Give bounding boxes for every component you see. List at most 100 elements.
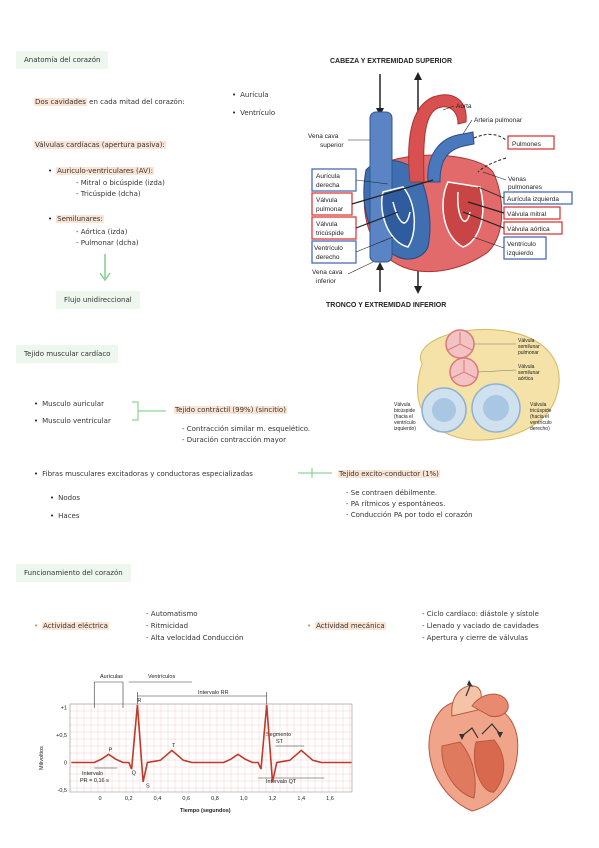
electric-label: Actividad eléctrica	[34, 621, 109, 631]
ecg-segmento-st-1: Segmento	[266, 732, 291, 738]
fibers-item: Fibras musculares excitadoras y conducto…	[34, 469, 253, 479]
label-right-atrium-2: derecha	[316, 182, 340, 189]
semi-item-pulmonary: - Pulmonar (dcha)	[76, 239, 139, 247]
label-right-ventricle-2: derecho	[316, 254, 340, 261]
ecg-xlabel: Tiempo (segundos)	[180, 808, 231, 814]
label-sup-vena-cava-2: superior	[320, 142, 344, 149]
label-pulmonary-artery: Arteria pulmonar	[474, 117, 523, 124]
ecg-auriculas: Aurículas	[100, 674, 123, 680]
ecg-grid	[69, 703, 353, 793]
valve-semi-aortica-1: Válvula	[518, 364, 535, 370]
label-tricuspid-valve-2: tricúspide	[316, 230, 344, 237]
contractile-title: Tejido contráctil (99%) (sincitio)	[174, 405, 287, 415]
ecg-x-tick: 1,6	[326, 796, 334, 802]
flow-arrow	[99, 254, 111, 282]
label-pulmonary-veins-2: pulmonares	[508, 184, 543, 191]
label-left-ventricle-2: izquierdo	[507, 250, 534, 257]
ecg-y-tick: +0,5	[56, 733, 67, 739]
label-lungs: Pulmones	[512, 141, 542, 148]
label-pulmonary-veins-1: Venas	[508, 176, 527, 183]
ecg-trace	[71, 704, 352, 782]
label-inf-vena-cava-2: inferior	[316, 278, 337, 285]
cavities-highlight: Dos cavidades	[34, 98, 87, 106]
ecg-ylabel: Milivoltios	[39, 746, 45, 770]
av-label: Auriculo-ventriculares (AV):	[48, 166, 154, 176]
mech-item-2: - Llenado y vaciado de cavidades	[422, 622, 539, 630]
flow-label: Flujo unidireccional	[56, 291, 140, 309]
valve-bicuspide-4: ventrículo	[394, 420, 416, 426]
fibers-sub-bundles: Haces	[50, 511, 79, 521]
contractile-item-2: - Duración contracción mayor	[182, 436, 286, 444]
av-label-text: Auriculo-ventriculares (AV):	[56, 167, 154, 175]
label-top: CABEZA Y EXTREMIDAD SUPERIOR	[330, 58, 452, 65]
label-bottom: TRONCO Y EXTREMIDAD INFERIOR	[326, 302, 446, 309]
valve-tricuspide-3: (hacia el	[530, 414, 549, 420]
ecg-wave-p: P	[109, 748, 113, 754]
valve-diagram: Válvula semilunar pulmonar Válvula semil…	[394, 328, 560, 441]
heart-circulation-diagram: CABEZA Y EXTREMIDAD SUPERIOR TRONCO Y EX…	[308, 58, 573, 309]
label-right-atrium-1: Aurícula	[316, 173, 340, 180]
label-tricuspid-valve-1: Válvula	[316, 221, 338, 228]
av-item-tricuspid: - Tricúspide (dcha)	[76, 190, 141, 198]
electric-item-3: - Alta velocidad Conducción	[146, 634, 244, 642]
ecg-intervalo-pr-1: Intervalo	[82, 771, 103, 777]
electric-label-text: Actividad eléctrica	[42, 622, 109, 630]
ecg-wave-s: S	[146, 783, 150, 789]
semi-item-aortic: - Aórtica (izda)	[76, 228, 128, 236]
mech-item-1: - Ciclo cardíaco: diástole y sístole	[422, 610, 539, 618]
conductor-title-text: Tejido excito-conductor (1%)	[338, 470, 440, 478]
ecg-x-tick: 1,4	[297, 796, 305, 802]
muscle-atrial: Musculo auricular	[34, 399, 104, 409]
semi-label: Semilunares:	[48, 214, 104, 224]
conductor-item-1: - Se contraen débilmente.	[346, 489, 438, 497]
ecg-x-tick: 1,0	[240, 796, 248, 802]
heart-mechanics-illustration	[428, 680, 519, 812]
label-inf-vena-cava-1: Vena cava	[312, 269, 343, 276]
fibers-sub-nodes: Nodos	[50, 493, 80, 503]
ecg-chart: Aurículas Ventrículos Intervalo RR Segme…	[39, 674, 353, 814]
valve-bicuspide-3: (hacia el	[394, 414, 413, 420]
valves-title: Válvulas cardíacas (apertura pasiva):	[34, 140, 166, 150]
semi-label-text: Semilunares:	[56, 215, 104, 223]
valve-bicuspide-2: bicúspide	[394, 408, 415, 414]
av-item-mitral: - Mitral o bicúspide (izda)	[76, 179, 165, 187]
valve-tricuspide-1: Válvula	[530, 402, 547, 408]
muscle-ventricular: Musculo ventricular	[34, 416, 111, 426]
cavities-suffix: en cada mitad del corazón:	[86, 98, 185, 106]
valve-semi-pulmonar-3: pulmonar	[518, 350, 539, 356]
mech-label: Actividad mecánica	[307, 621, 386, 631]
valve-semi-aortica-3: aórtica	[518, 376, 533, 382]
valve-tricuspide-5: derecho)	[530, 426, 550, 432]
ecg-x-tick: 1,2	[269, 796, 277, 802]
ecg-x-tick: 0,6	[182, 796, 190, 802]
valve-bicuspide-1: Válvula	[394, 402, 411, 408]
ecg-wave-q: Q	[132, 771, 137, 777]
ecg-y-tick: 0	[64, 761, 67, 767]
mech-label-text: Actividad mecánica	[315, 622, 386, 630]
contractile-item-1: - Contracción similar m. esquelético.	[182, 425, 311, 433]
ecg-y-tick: -0,5	[58, 788, 67, 794]
valve-semi-pulmonar-2: semilunar	[518, 344, 540, 350]
cavities-line: Dos cavidades en cada mitad del corazón:	[34, 97, 185, 107]
ecg-x-tick: 0	[98, 796, 101, 802]
ecg-ventriculos: Ventrículos	[148, 674, 175, 680]
label-mitral-valve: Válvula mitral	[507, 211, 547, 218]
valve-semi-pulmonar-1: Válvula	[518, 338, 535, 344]
ecg-annotations	[93, 681, 325, 779]
conductor-title: Tejido excito-conductor (1%)	[338, 469, 440, 479]
valve-tricuspide-2: tricúspide	[530, 408, 552, 414]
section-muscle-label: Tejido muscular cardíaco	[16, 345, 119, 363]
conductor-item-3: - Conducción PA por todo el corazón	[346, 511, 473, 519]
label-right-ventricle-1: Ventrículo	[314, 245, 343, 252]
cavity-atrium: Aurícula	[232, 90, 269, 100]
label-aortic-valve: Válvula aórtica	[507, 226, 550, 233]
section-anatomy-label: Anatomía del corazón	[16, 51, 109, 69]
conductor-connector	[298, 468, 332, 478]
cavity-ventricle: Ventrículo	[232, 108, 275, 118]
electric-item-1: - Automatismo	[146, 610, 198, 618]
label-pulmonary-valve-2: pulmonar	[316, 206, 344, 213]
ecg-intervalo-pr-2: PR = 0,16 s	[80, 778, 109, 784]
mech-item-3: - Apertura y cierre de válvulas	[422, 634, 529, 642]
valve-tricuspide-4: ventrículo	[530, 420, 552, 426]
valve-bicuspide-5: izquierdo)	[394, 426, 416, 432]
